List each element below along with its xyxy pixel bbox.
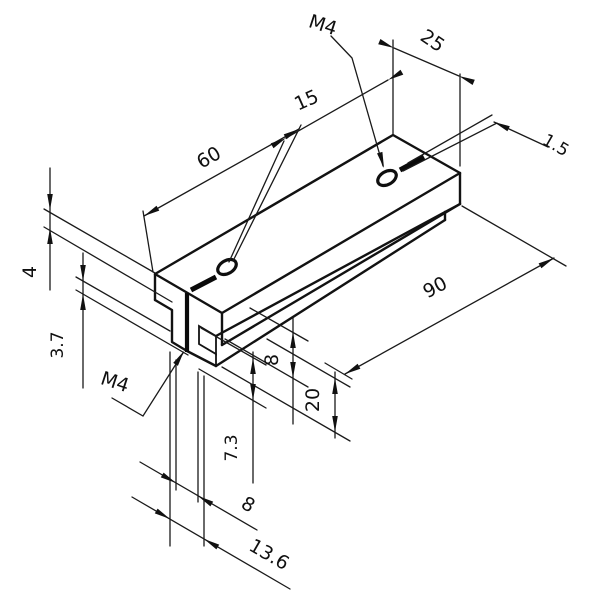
label-25: 25 bbox=[416, 25, 448, 57]
plate-front-bottom-edge bbox=[220, 202, 462, 347]
ext-73-bottom bbox=[198, 368, 267, 409]
ext-15-left bbox=[228, 140, 285, 263]
ext-90-right bbox=[461, 205, 567, 267]
ext-slot-15b bbox=[402, 122, 498, 172]
dim-line-15 bbox=[285, 79, 389, 139]
dim-line-8-bottom bbox=[139, 461, 258, 531]
arrow-73-bottom bbox=[250, 384, 256, 400]
arrow-15-right bbox=[388, 69, 404, 80]
arrow-60-left bbox=[144, 205, 160, 216]
leader-m4-bottom bbox=[111, 352, 184, 417]
arrow-20-bottom bbox=[332, 416, 338, 432]
ext-8side-top bbox=[249, 307, 309, 342]
hook-notch-window bbox=[198, 324, 217, 356]
arrow-8bottom-right bbox=[198, 496, 214, 507]
label-20: 20 bbox=[302, 388, 324, 412]
leader-m4-top bbox=[330, 35, 384, 167]
dim-line-90 bbox=[344, 257, 555, 375]
left-slot-top-mark bbox=[189, 274, 218, 293]
label-13-6: 13.6 bbox=[245, 535, 293, 575]
arrow-73-top bbox=[250, 358, 256, 374]
arrow-4-bottom bbox=[47, 228, 53, 244]
ext-20-bottom bbox=[221, 366, 351, 442]
ext-60-right bbox=[232, 124, 302, 262]
arrow-m4-bottom bbox=[173, 351, 184, 366]
arrowheads bbox=[47, 39, 554, 550]
ext-slot-15a bbox=[407, 114, 493, 164]
rail-front-top-edge bbox=[214, 210, 447, 338]
label-m4-top: M4 bbox=[306, 10, 340, 40]
ext-60-left bbox=[142, 210, 154, 273]
rail-step-edge bbox=[443, 202, 462, 214]
ext-37-upper bbox=[75, 276, 171, 332]
label-15: 15 bbox=[291, 86, 322, 116]
part-outline bbox=[153, 133, 462, 368]
hook-outline bbox=[153, 298, 218, 368]
ext-20-top bbox=[266, 338, 351, 388]
arrow-15-left bbox=[270, 138, 286, 149]
arrow-90-right bbox=[538, 258, 554, 269]
left-m4-hole bbox=[216, 257, 238, 277]
arrow-8bottom-left bbox=[160, 472, 176, 483]
label-8-side: 8 bbox=[261, 354, 283, 366]
label-3-7: 3.7 bbox=[48, 331, 68, 358]
label-7-3: 7.3 bbox=[222, 434, 242, 461]
label-4: 4 bbox=[19, 266, 41, 278]
arrow-25-right bbox=[459, 76, 475, 85]
rail-front-bottom-edge bbox=[214, 218, 447, 368]
ext-73-top bbox=[200, 327, 267, 366]
arrow-8side-bottom bbox=[290, 362, 296, 378]
label-8-bottom: 8 bbox=[237, 492, 258, 517]
ext-37-lower bbox=[75, 289, 189, 356]
arrow-37-top bbox=[80, 265, 86, 281]
label-m4-bottom: M4 bbox=[98, 367, 132, 397]
right-m4-hole bbox=[376, 168, 398, 188]
arrow-20-top bbox=[332, 378, 338, 394]
arrow-8side-top bbox=[290, 332, 296, 348]
arrow-37-bottom bbox=[80, 294, 86, 310]
ext-90-left bbox=[324, 362, 353, 380]
arrow-136-right bbox=[204, 539, 220, 550]
arrow-90-left bbox=[345, 363, 361, 374]
label-1-5: 1.5 bbox=[539, 130, 572, 161]
arrow-15slot bbox=[494, 122, 510, 132]
arrow-136-left bbox=[154, 508, 170, 519]
ext-4-upper bbox=[43, 208, 156, 274]
dim-line-25 bbox=[393, 47, 460, 77]
arrow-4-top bbox=[47, 194, 53, 210]
arrow-60-right bbox=[283, 129, 299, 140]
arrow-m4-top bbox=[377, 151, 384, 168]
ext-8side-bottom bbox=[224, 338, 309, 388]
ext-4-lower bbox=[43, 226, 173, 303]
label-90: 90 bbox=[419, 272, 451, 303]
arrow-25-left bbox=[378, 39, 394, 48]
extension-lines bbox=[43, 39, 567, 547]
label-60: 60 bbox=[193, 142, 225, 173]
right-slot-top-mark bbox=[398, 154, 426, 173]
